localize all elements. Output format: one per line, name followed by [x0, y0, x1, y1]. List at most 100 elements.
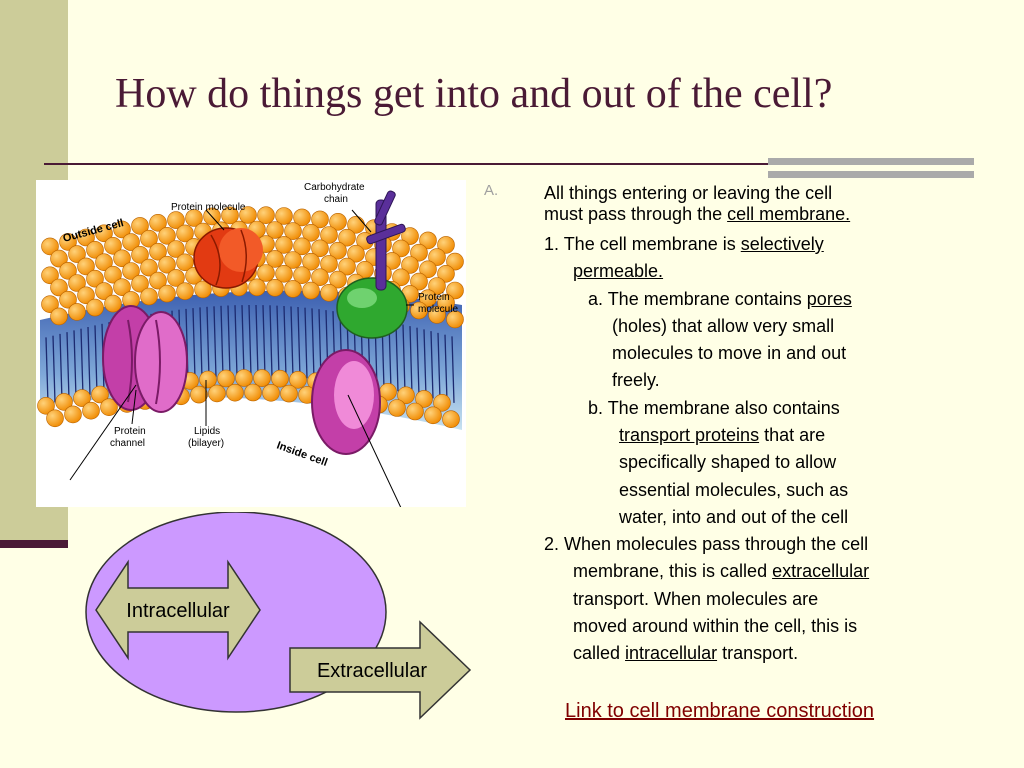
- lipid-head: [50, 307, 68, 326]
- lipid-head: [190, 385, 208, 404]
- point-1-text: 1. The cell membrane is: [544, 234, 741, 254]
- lipid-head: [208, 384, 226, 403]
- protein-molecule-right: [336, 277, 408, 339]
- point-2-text-end: transport.: [717, 643, 799, 663]
- lipid-tail: [213, 306, 217, 378]
- lipid-head: [428, 277, 446, 295]
- bullet-marker: A.: [484, 182, 499, 199]
- lipid-tail: [220, 305, 224, 377]
- point-2-line2: membrane, this is called extracellular: [573, 560, 869, 582]
- lipid-head: [113, 220, 131, 239]
- lipid-head: [77, 228, 95, 247]
- carbohydrate-chain: [366, 190, 406, 291]
- permeable-term: permeable.: [573, 261, 664, 281]
- cell-membrane-construction-link[interactable]: Link to cell membrane construction: [565, 700, 875, 722]
- label-protein-channel-line1: Protein: [114, 426, 146, 437]
- pointer-lines: [69, 209, 414, 507]
- lipid-head: [95, 282, 113, 300]
- point-1b-line1: b. The membrane also contains: [588, 398, 840, 418]
- lipid-head: [158, 226, 176, 245]
- lipid-head: [293, 208, 311, 227]
- title-rule-accent-top: [768, 158, 974, 165]
- label-protein-channel-line2: channel: [110, 438, 145, 449]
- lipid-head: [59, 262, 77, 280]
- lipid-head: [437, 236, 455, 254]
- lipid-tail: [262, 305, 266, 377]
- lipid-tail: [234, 305, 238, 377]
- lipid-head: [266, 250, 284, 268]
- lipid-head: [140, 287, 158, 306]
- lipid-head: [104, 294, 122, 313]
- lipid-head: [266, 279, 284, 297]
- cell-membrane-term: cell membrane.: [727, 204, 851, 224]
- lipid-head: [41, 266, 59, 285]
- transport-proteins-term: transport proteins: [619, 425, 760, 445]
- lipid-tail: [73, 330, 77, 398]
- point-1a-line2: (holes) that allow very small: [612, 316, 835, 336]
- label-lipids-line1: Lipids: [194, 426, 220, 437]
- label-protein-right-line1: Protein: [418, 292, 450, 303]
- lipid-head: [86, 241, 104, 259]
- lipid-head: [424, 406, 442, 425]
- lipid-head: [446, 252, 464, 271]
- lipid-head: [226, 383, 244, 402]
- lipid-head: [406, 402, 424, 421]
- point-1b-line5: water, into and out of the cell: [619, 507, 849, 527]
- lipid-head: [257, 264, 275, 282]
- lipid-head: [320, 226, 338, 244]
- lipid-head: [59, 290, 77, 309]
- point-2-line3: transport. When molecules are: [573, 589, 819, 609]
- lipid-tail: [290, 306, 294, 378]
- lipid-head: [176, 224, 194, 243]
- lipid-head: [284, 280, 302, 298]
- lipid-head: [140, 258, 158, 277]
- lipid-head: [131, 246, 149, 264]
- lipid-head: [95, 253, 113, 271]
- intracellular-term: intracellular: [625, 643, 718, 663]
- intracellular-label: Intracellular: [126, 600, 230, 622]
- lipid-head: [338, 228, 356, 247]
- lipid-head: [419, 260, 437, 279]
- lipid-head: [302, 223, 320, 242]
- point-1a-line1: a. The membrane contains pores: [588, 288, 852, 310]
- lipid-head: [262, 384, 280, 402]
- label-lipids-line2: (bilayer): [188, 438, 224, 449]
- lipid-head: [55, 393, 73, 411]
- lipid-tail: [269, 305, 273, 377]
- extracellular-term: extracellular: [772, 561, 870, 581]
- lipid-head: [289, 371, 307, 389]
- lipid-head: [95, 224, 113, 243]
- point-1b-line3: specifically shaped to allow: [619, 452, 837, 472]
- lipid-head: [235, 369, 253, 387]
- lipid-tail: [451, 336, 455, 403]
- lipid-head: [64, 405, 82, 424]
- lipid-head: [397, 386, 415, 405]
- lipid-head: [392, 268, 410, 287]
- lipid-tail: [199, 307, 203, 379]
- lipid-head: [239, 206, 257, 224]
- top-lipid-heads: [41, 206, 464, 329]
- lipid-head: [311, 268, 329, 286]
- lipid-tail: [206, 306, 210, 378]
- point-a-line2: must pass through the cell membrane.: [544, 203, 850, 225]
- title-rule-accent-bottom: [768, 171, 974, 178]
- lipid-head: [302, 252, 320, 271]
- selectively-term: selectively: [740, 234, 824, 254]
- lipid-tail: [395, 322, 399, 392]
- lipid-head: [73, 389, 91, 407]
- lipid-head: [320, 284, 338, 302]
- lipid-head: [104, 237, 122, 255]
- lipid-head: [68, 303, 86, 321]
- lipid-head: [248, 278, 266, 297]
- lipid-tail: [437, 332, 441, 400]
- lipid-head: [149, 213, 167, 232]
- lipid-tail: [444, 334, 448, 402]
- lipid-head: [410, 301, 428, 320]
- lipid-head: [158, 284, 176, 303]
- lipid-tail: [66, 332, 70, 400]
- extracellular-arrow: [289, 620, 472, 720]
- lipid-head: [122, 262, 140, 280]
- lipid-head: [433, 394, 451, 412]
- lipid-head: [77, 257, 95, 276]
- lipid-head: [221, 206, 239, 225]
